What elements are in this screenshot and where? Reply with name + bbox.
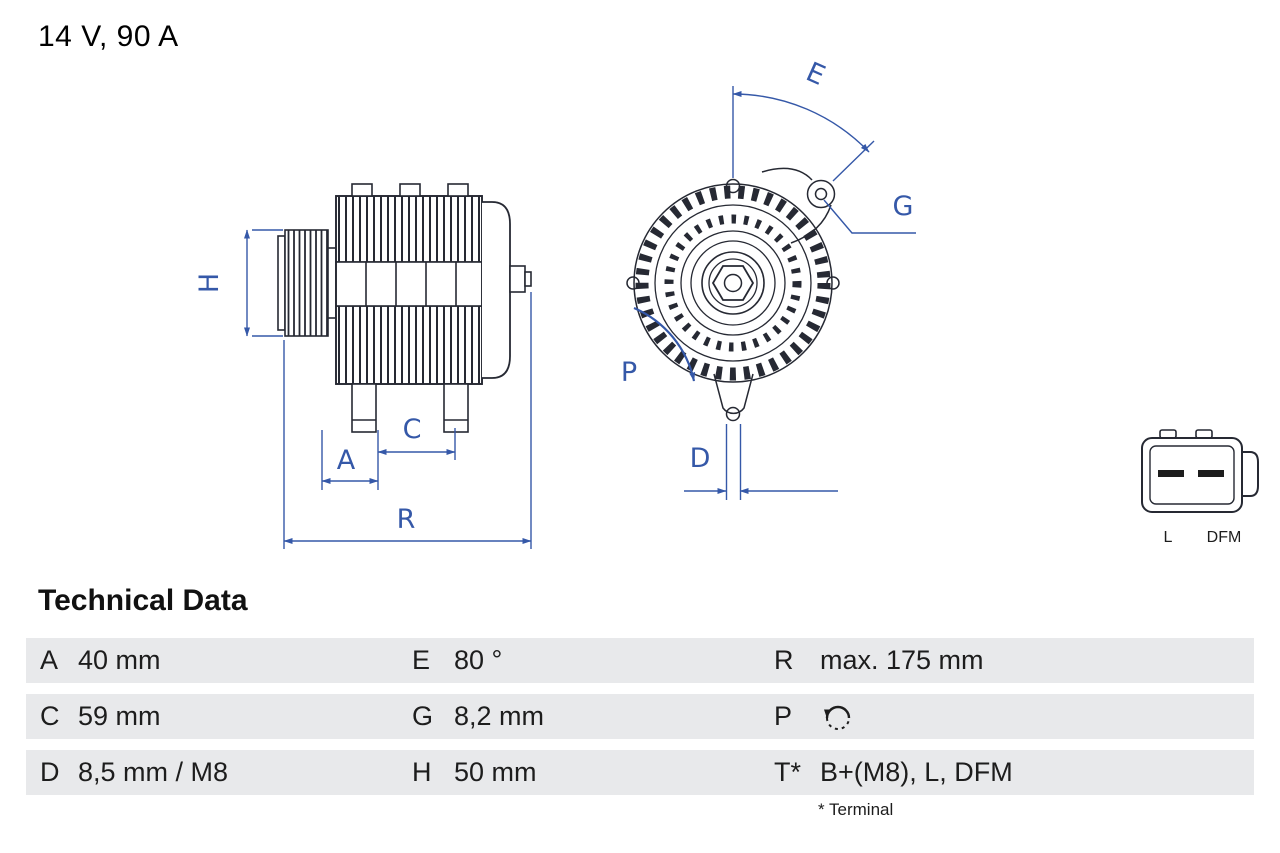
- dim-label-r: R: [397, 504, 416, 535]
- dim-label-d: D: [690, 443, 711, 474]
- dim-label-e: E: [801, 57, 829, 92]
- param-key: H: [412, 757, 432, 787]
- pulley: [277, 235, 286, 331]
- param-key: G: [412, 701, 434, 731]
- connector-label-l: L: [1164, 529, 1173, 546]
- param-key: D: [40, 757, 60, 787]
- param-key: C: [40, 701, 60, 731]
- terminal-l: [1158, 470, 1184, 477]
- param-value: 50 mm: [454, 757, 537, 787]
- param-key: R: [774, 645, 794, 675]
- param-value: 8,2 mm: [454, 701, 545, 731]
- tech-row: D 8,5 mm / M8 H 50 mm T* B+(M8), L, DFM: [26, 750, 1254, 795]
- side-view-dimensions: [244, 229, 532, 549]
- terminal-dfm: [1198, 470, 1224, 477]
- param-value: 80 °: [454, 645, 503, 675]
- tech-data-title: Technical Data: [38, 584, 248, 617]
- param-key: T*: [774, 757, 801, 787]
- dim-label-a: A: [337, 445, 356, 476]
- side-view: [277, 183, 532, 433]
- dim-label-c: C: [403, 414, 422, 445]
- front-view-dimensions: [633, 86, 916, 500]
- ccw-rotation-icon: [824, 705, 851, 730]
- param-value: 40 mm: [78, 645, 161, 675]
- param-value: 8,5 mm / M8: [78, 757, 229, 787]
- front-view: [626, 167, 840, 422]
- connector-label-dfm: DFM: [1207, 529, 1242, 546]
- param-value: B+(M8), L, DFM: [820, 757, 1013, 787]
- dim-label-g: G: [893, 191, 914, 222]
- param-value: max. 175 mm: [820, 645, 984, 675]
- dim-label-p: P: [621, 357, 637, 388]
- param-value: 59 mm: [78, 701, 161, 731]
- rotation-direction-cell: [818, 699, 1254, 735]
- dim-label-h: H: [194, 273, 225, 293]
- param-key: E: [412, 645, 431, 675]
- param-key: P: [774, 701, 793, 731]
- tech-table: A 40 mm E 80 ° R max. 175 mm C 59 mm G 8…: [26, 638, 1254, 806]
- tech-row: A 40 mm E 80 ° R max. 175 mm: [26, 638, 1254, 683]
- shaft-nut: [711, 265, 755, 301]
- rotation-direction-arrow: [633, 306, 696, 382]
- param-key: A: [40, 645, 59, 675]
- connector-plug: [1141, 429, 1259, 513]
- tech-row: C 59 mm G 8,2 mm P: [26, 694, 1254, 739]
- terminal-footnote: * Terminal: [818, 800, 894, 819]
- spec-title: 14 V, 90 A: [38, 20, 179, 53]
- alternator-diagram: H A C R: [194, 57, 1259, 549]
